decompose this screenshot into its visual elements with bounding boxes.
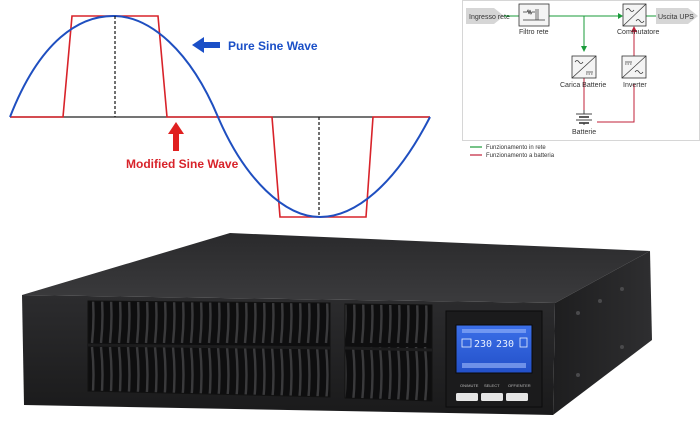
on-mute-button[interactable]: [456, 393, 478, 401]
inverter-label: Inverter: [623, 82, 647, 89]
side-screw-icon: [576, 311, 580, 315]
modified-sine-arrow-icon: [168, 122, 184, 151]
switch-label: Commutatore: [617, 29, 660, 36]
side-screw-icon: [598, 299, 602, 303]
legend-grid-label: Funzionamento in rete: [486, 145, 546, 151]
button-label-select: SELECT: [484, 383, 500, 388]
legend-battery-label: Funzionamento a batteria: [486, 153, 555, 159]
battery-icon: [576, 110, 592, 125]
side-screw-icon: [620, 287, 624, 291]
vent-panel-right: [344, 303, 433, 402]
output-arrow-icon: [656, 8, 698, 24]
modified-sine-wave-label: Modified Sine Wave: [126, 157, 239, 171]
battery-arrowhead-icon: [631, 26, 637, 32]
lcd-load-icon: [519, 337, 528, 348]
filter-box: [518, 3, 550, 27]
lcd-bar-top: [462, 329, 526, 333]
ups-top-face: [22, 233, 650, 303]
battery-line-battery-inverter: [597, 84, 635, 123]
filter-symbol-icon: [523, 8, 545, 21]
button-label-off: OFF/ENTER: [508, 383, 531, 388]
select-button[interactable]: [481, 393, 503, 401]
charger-symbol-icon: [571, 55, 597, 79]
side-screw-icon: [620, 345, 624, 349]
battery-label: Batterie: [572, 129, 596, 136]
grid-arrowhead-switch-icon: [618, 13, 623, 19]
modified-sine-wave-trace: [10, 15, 430, 218]
ups-block-diagram: Ingresso rete Uscita UPS Filtro rete Com…: [462, 0, 700, 159]
pure-sine-arrow-icon: [192, 37, 220, 53]
input-label: Ingresso rete: [469, 14, 510, 21]
charger-label: Carica Batterie: [560, 82, 606, 89]
vent-panel-left: [87, 300, 331, 398]
vent-divider-left: [87, 343, 331, 350]
pure-sine-wave-label: Pure Sine Wave: [228, 39, 318, 53]
lcd-input-voltage: 230: [474, 339, 492, 350]
grid-arrowhead-icon: [581, 46, 587, 52]
lcd-output-voltage: 230: [496, 339, 514, 350]
switch-symbol-icon: [622, 3, 647, 27]
pure-sine-wave-trace: [9, 14, 431, 219]
ups-unit-photo: 230 230 ON/MUTE SELECT OFF/ENTER: [22, 233, 652, 415]
lcd-battery-icon: [461, 338, 472, 348]
off-enter-button[interactable]: [506, 393, 528, 401]
lcd-bar-bottom: [462, 363, 526, 368]
vent-divider-right: [344, 346, 433, 352]
button-label-on: ON/MUTE: [460, 383, 479, 388]
output-label: Uscita UPS: [658, 14, 694, 21]
waveform-comparison-graphic: Pure Sine Wave Modified Sine Wave: [9, 14, 431, 219]
input-arrow-icon: [466, 8, 504, 24]
filter-label: Filtro rete: [519, 29, 549, 36]
side-screw-icon: [576, 373, 580, 377]
inverter-symbol-icon: [621, 55, 647, 79]
